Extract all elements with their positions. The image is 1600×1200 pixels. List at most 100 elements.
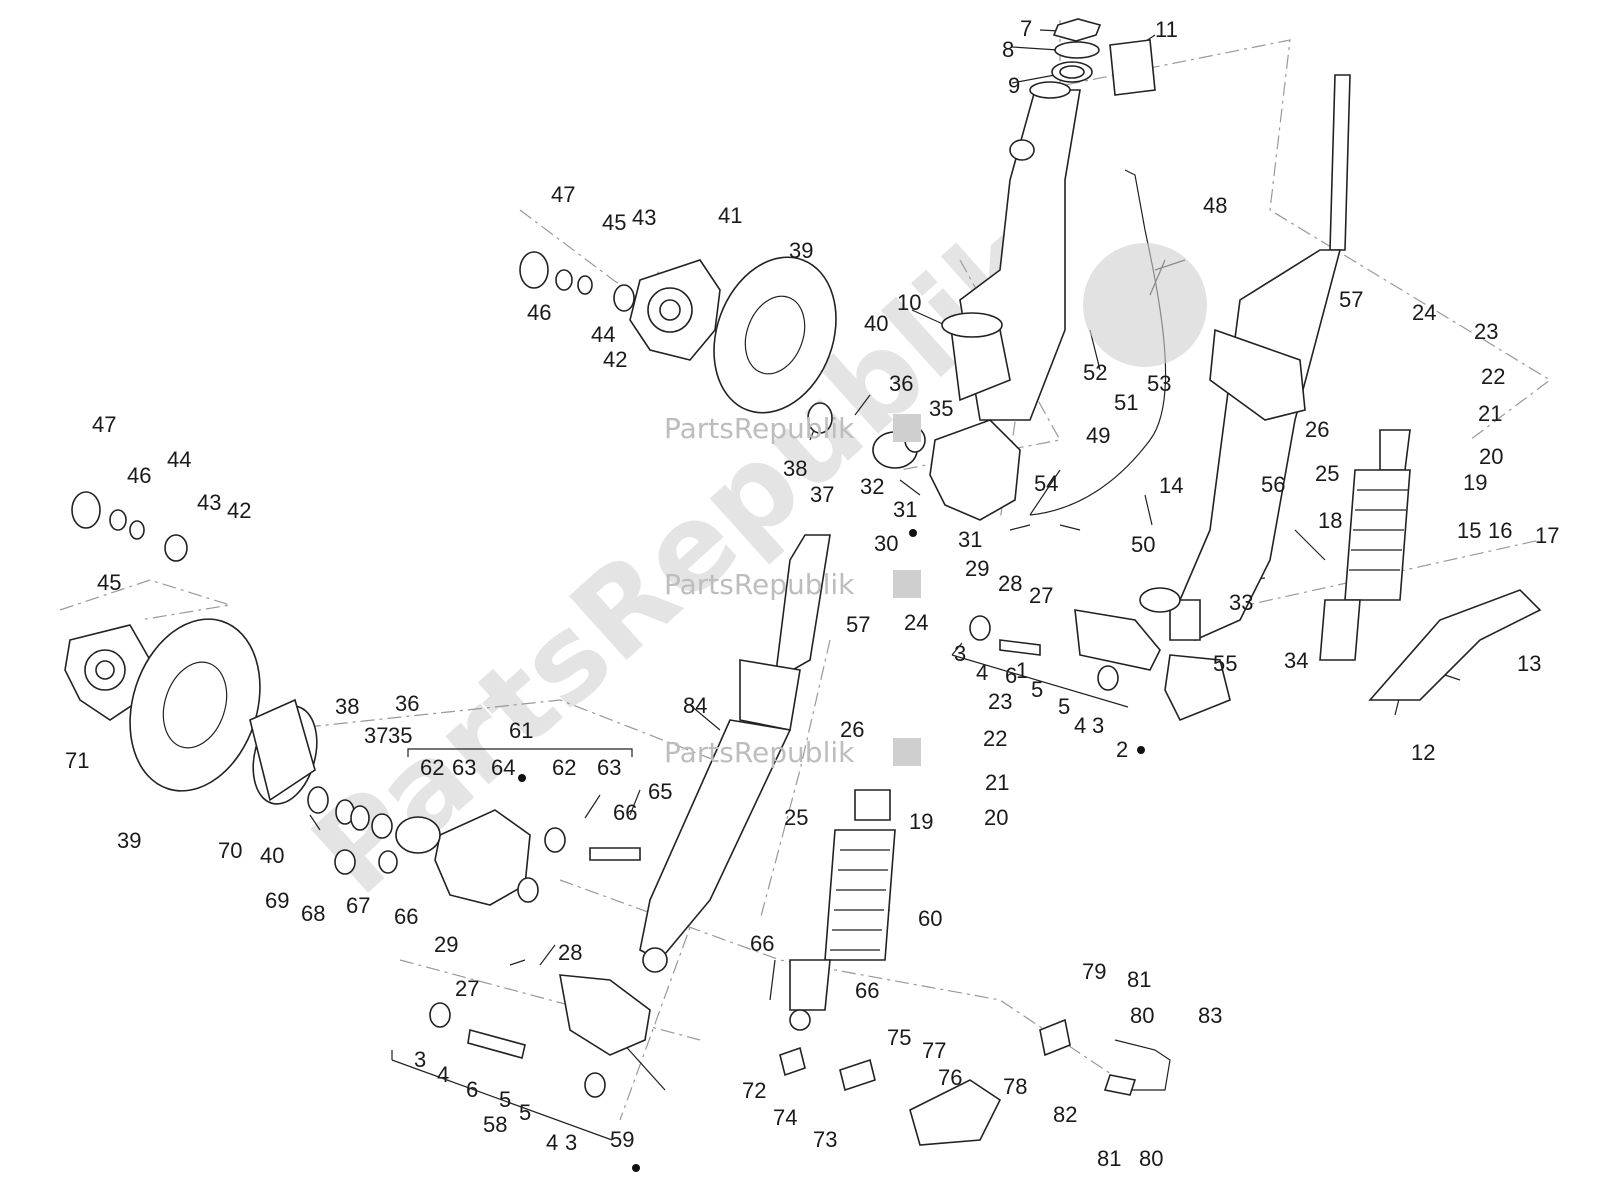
callout-36: 36 [889, 371, 913, 396]
callout-64: 64 [491, 755, 515, 780]
callout-22: 22 [1481, 364, 1505, 389]
callout-3: 3 [954, 641, 966, 666]
callout-73: 73 [813, 1127, 837, 1152]
callout-59: 59 [610, 1127, 634, 1152]
group-brackets [391, 642, 1129, 1141]
callout-76: 76 [938, 1065, 962, 1090]
callout-15: 15 [1457, 518, 1481, 543]
gear-logo-icon [893, 570, 921, 598]
swing-arm-right [969, 609, 1231, 722]
callout-66: 66 [750, 931, 774, 956]
callout-82: 82 [1053, 1102, 1077, 1127]
callout-4: 4 [437, 1062, 449, 1087]
callout-37: 37 [364, 723, 388, 748]
callout-46: 46 [127, 463, 151, 488]
callout-10: 10 [897, 290, 921, 315]
callout-16: 16 [1488, 518, 1512, 543]
callout-3: 3 [414, 1047, 426, 1072]
callout-70: 70 [218, 838, 242, 863]
callout-54: 54 [1034, 471, 1058, 496]
callout-44: 44 [591, 322, 615, 347]
callout-50: 50 [1131, 532, 1155, 557]
callout-27: 27 [455, 976, 479, 1001]
callout-55: 55 [1213, 651, 1237, 676]
callout-5: 5 [1031, 677, 1043, 702]
callout-63: 63 [597, 755, 621, 780]
callout-4: 4 [1074, 713, 1086, 738]
callout-48: 48 [1203, 193, 1227, 218]
callout-66: 66 [855, 978, 879, 1003]
callout-40: 40 [260, 843, 284, 868]
callout-39: 39 [789, 238, 813, 263]
callout-5: 5 [1058, 694, 1070, 719]
callout-51: 51 [1114, 390, 1138, 415]
callout-41: 41 [718, 203, 742, 228]
callout-12: 12 [1411, 740, 1435, 765]
front-fork-leg [639, 534, 831, 973]
callout-28: 28 [558, 940, 582, 965]
callout-38: 38 [783, 456, 807, 481]
callout-9: 9 [1008, 73, 1020, 98]
callout-31: 31 [958, 527, 982, 552]
callout-58: 58 [483, 1112, 507, 1137]
callout-66: 66 [394, 904, 418, 929]
sensor-plate [249, 698, 316, 802]
callout-78: 78 [1003, 1074, 1027, 1099]
callout-43: 43 [632, 205, 656, 230]
callout-61: 61 [509, 718, 533, 743]
callout-72: 72 [742, 1078, 766, 1103]
callout-56: 56 [1261, 472, 1285, 497]
watermark-small-2: PartsRepublik [664, 568, 921, 601]
callout-57: 57 [1339, 287, 1363, 312]
callout-38: 38 [335, 694, 359, 719]
callout-75: 75 [887, 1025, 911, 1050]
callout-7: 7 [1020, 16, 1032, 41]
callout-45: 45 [602, 210, 626, 235]
callout-28: 28 [998, 571, 1022, 596]
callout-37: 37 [810, 482, 834, 507]
svg-text:PartsRepublik: PartsRepublik [664, 736, 855, 769]
callout-25: 25 [784, 805, 808, 830]
center-shock [789, 789, 896, 1031]
callout-35: 35 [388, 723, 412, 748]
callout-83: 83 [1198, 1003, 1222, 1028]
watermark-small-1: PartsRepublik [664, 412, 921, 445]
callout-32: 32 [860, 474, 884, 499]
callout-62: 62 [552, 755, 576, 780]
callout-69: 69 [265, 888, 289, 913]
gear-logo-icon [893, 414, 921, 442]
callout-6: 6 [1005, 663, 1017, 688]
callout-17: 17 [1535, 523, 1559, 548]
callout-19: 19 [909, 809, 933, 834]
callout-71: 71 [65, 748, 89, 773]
svg-text:PartsRepublik: PartsRepublik [664, 412, 855, 445]
upper-fork-tube [1139, 74, 1351, 642]
left-brake-caliper [307, 786, 641, 906]
callout-21: 21 [985, 770, 1009, 795]
callout-62: 62 [420, 755, 444, 780]
callout-74: 74 [773, 1105, 797, 1130]
callout-34: 34 [1284, 648, 1308, 673]
callout-23: 23 [988, 689, 1012, 714]
callout-42: 42 [227, 498, 251, 523]
callout-20: 20 [1479, 444, 1503, 469]
callout-35: 35 [929, 396, 953, 421]
callout-81: 81 [1127, 967, 1151, 992]
callout-39: 39 [117, 828, 141, 853]
callout-63: 63 [452, 755, 476, 780]
callout-47: 47 [92, 412, 116, 437]
callout-31: 31 [893, 497, 917, 522]
bullet-markers [518, 529, 1145, 1172]
callout-4: 4 [546, 1130, 558, 1155]
callout-18: 18 [1318, 508, 1342, 533]
callout-67: 67 [346, 893, 370, 918]
svg-text:PartsRepublik: PartsRepublik [664, 568, 855, 601]
callout-26: 26 [1305, 417, 1329, 442]
callout-40: 40 [864, 311, 888, 336]
right-mudguard [1368, 589, 1542, 701]
callout-24: 24 [1412, 300, 1436, 325]
callout-5: 5 [519, 1100, 531, 1125]
small-brackets [779, 1018, 1171, 1146]
callout-68: 68 [301, 901, 325, 926]
callout-4: 4 [976, 660, 988, 685]
